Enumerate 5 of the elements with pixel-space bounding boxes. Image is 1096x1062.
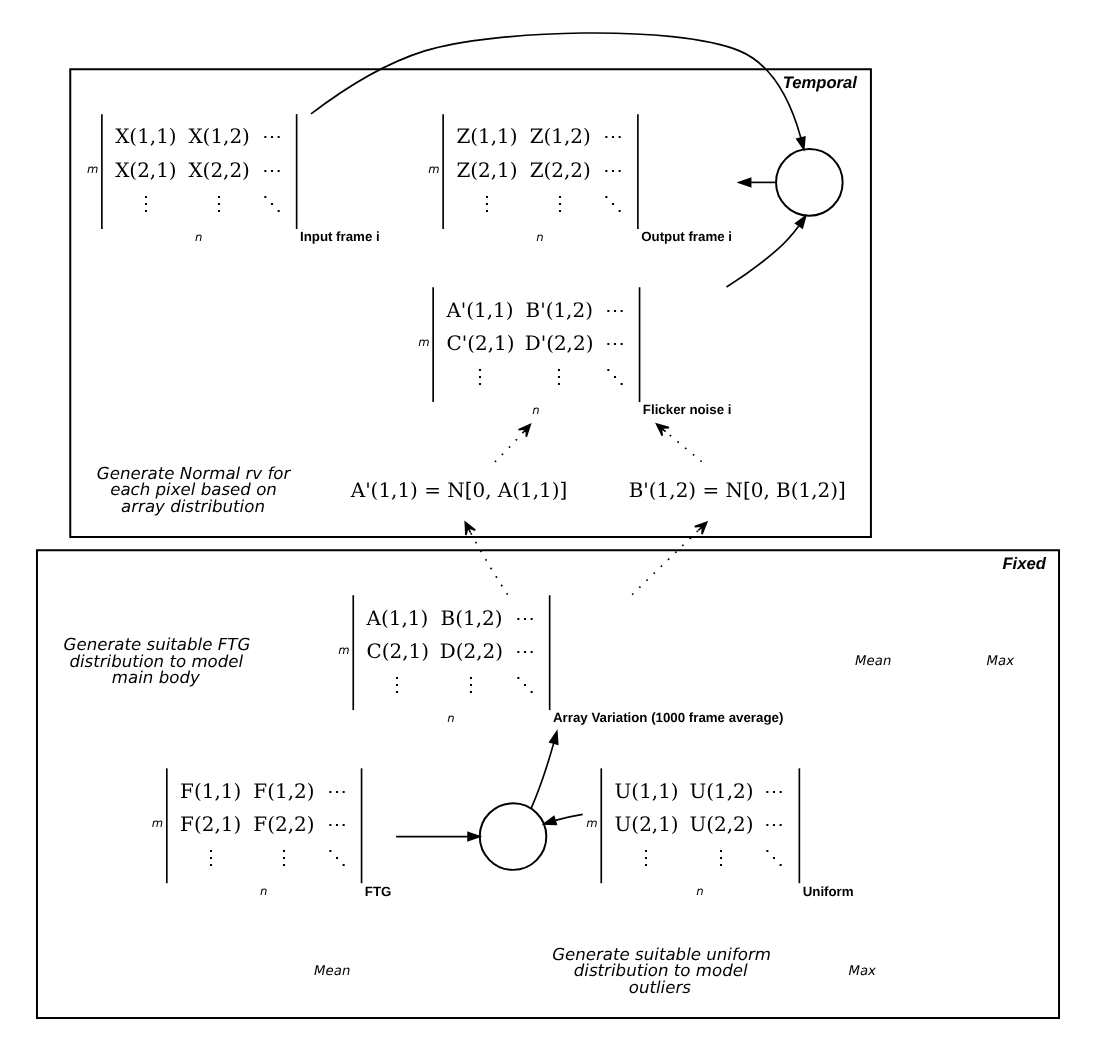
- label: Generate suitable uniform distribution to model outliers: [552, 942, 772, 997]
- label: Generate suitable FTG distribution to model main body: [63, 633, 251, 687]
- label: Generate Normal rv for each pixel based on array distribution: [96, 461, 291, 515]
- node-text: A'(1,1) = N[0, A(1,1)]: [350, 480, 568, 503]
- node-text: B'(1,2) = N[0, B(1,2)]: [628, 480, 846, 503]
